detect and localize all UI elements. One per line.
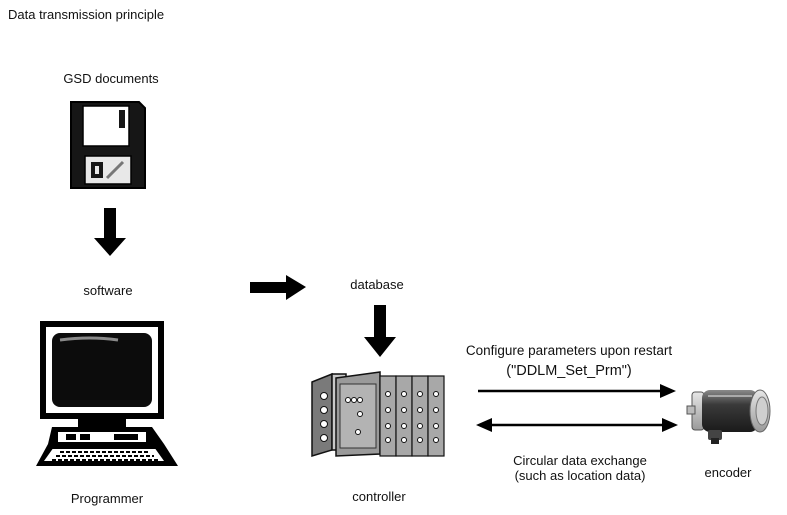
controller-rack-icon [311,371,445,458]
exchange-detail-label: (such as location data) [514,468,646,483]
configure-command-label: ("DDLM_Set_Prm") [506,363,632,379]
exchange-label: Circular data exchange [513,453,647,468]
double-arrow-icon [476,418,678,432]
computer-icon [36,321,178,466]
arrow-down-icon [364,305,396,357]
software-label: software [83,283,133,298]
configure-label: Configure parameters upon restart [465,343,673,358]
programmer-label: Programmer [70,491,144,506]
arrow-down-icon [94,208,126,256]
encoder-motor-icon [686,389,771,444]
floppy-disk-icon [70,101,146,189]
arrow-right-icon [478,384,676,398]
arrow-right-icon [250,275,306,300]
controller-label: controller [352,489,406,504]
database-label: database [350,277,404,292]
encoder-label: encoder [704,465,752,480]
gsd-documents-label: GSD documents [63,71,159,86]
diagram-title: Data transmission principle [8,7,165,22]
